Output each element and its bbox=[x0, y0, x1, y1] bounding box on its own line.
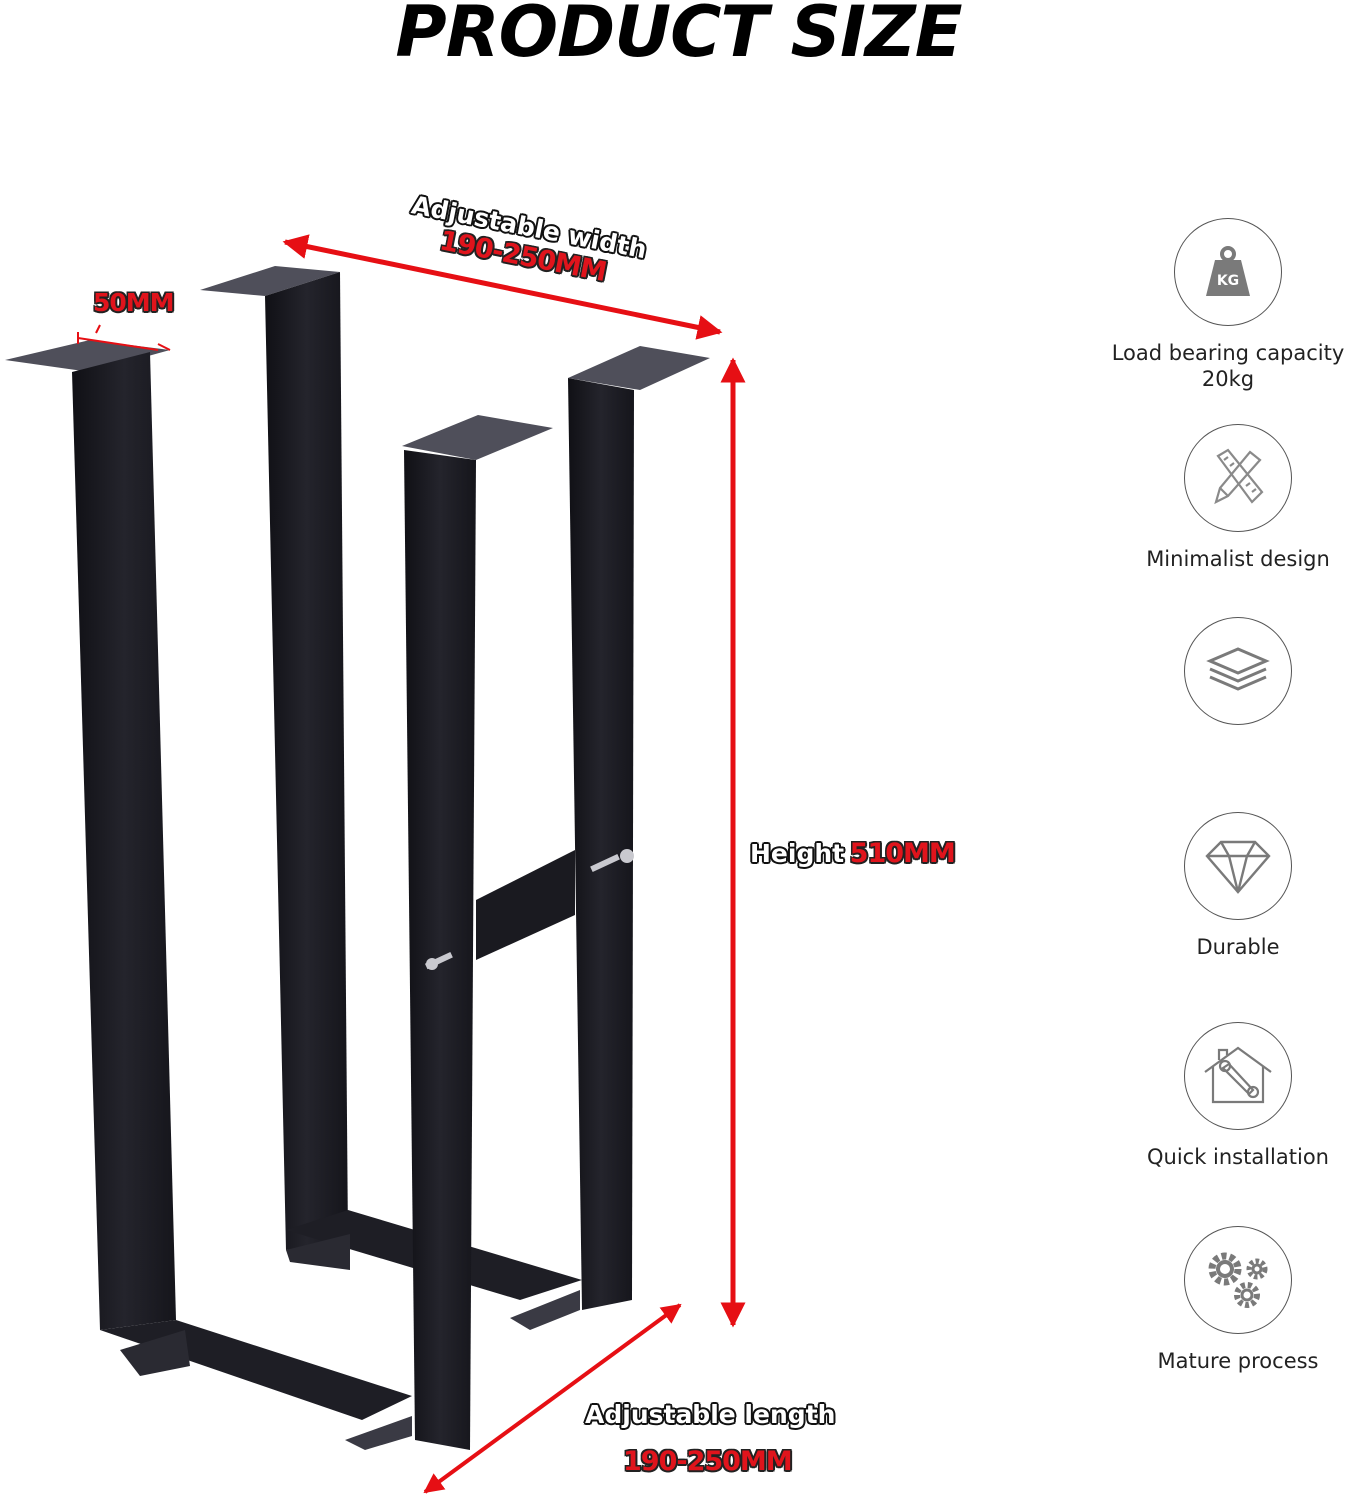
pencil-ruler-icon bbox=[1214, 448, 1264, 505]
length-label: Adjustable length bbox=[585, 1400, 836, 1429]
feature-label: Mature process bbox=[1157, 1349, 1319, 1373]
feature-mature-process: Mature process bbox=[1098, 1226, 1357, 1374]
plate-width-value: 50MM bbox=[93, 288, 175, 317]
wing-bolt-icon bbox=[424, 849, 634, 970]
front-left-leg bbox=[5, 340, 412, 1450]
length-value: 190-250MM bbox=[623, 1446, 793, 1477]
gears-icon bbox=[1208, 1252, 1268, 1308]
house-wrench-icon bbox=[1204, 1046, 1272, 1104]
front-right-leg bbox=[402, 415, 575, 1450]
feature-durable: Durable bbox=[1098, 812, 1357, 960]
diamond-icon bbox=[1205, 840, 1271, 894]
feature-quick-installation: Quick installation bbox=[1098, 1022, 1357, 1170]
feature-minimalist-design: Minimalist design bbox=[1098, 424, 1357, 572]
feature-label: Load bearing capacity bbox=[1111, 341, 1345, 365]
layers-icon bbox=[1206, 647, 1270, 691]
feature-load-bearing: KG Load bearing capacity 20kg bbox=[1088, 218, 1357, 392]
feature-label: Quick installation bbox=[1146, 1145, 1329, 1169]
page-title: PRODUCT SIZE bbox=[395, 0, 962, 73]
plate-width-marker bbox=[77, 324, 171, 351]
svg-text:KG: KG bbox=[1217, 273, 1239, 289]
back-right-leg bbox=[568, 346, 710, 1310]
weight-kg-icon: KG bbox=[1206, 246, 1250, 296]
feature-label: Durable bbox=[1196, 935, 1280, 959]
feature-sublabel: 20kg bbox=[1201, 367, 1255, 391]
feature-label: Minimalist design bbox=[1146, 547, 1330, 571]
height-dimension: Height 510MM bbox=[750, 838, 956, 869]
feature-layers bbox=[1098, 617, 1357, 739]
height-value: 510MM bbox=[849, 838, 956, 869]
length-arrow bbox=[423, 1303, 682, 1494]
height-label: Height bbox=[750, 839, 845, 868]
width-arrow bbox=[282, 234, 723, 340]
